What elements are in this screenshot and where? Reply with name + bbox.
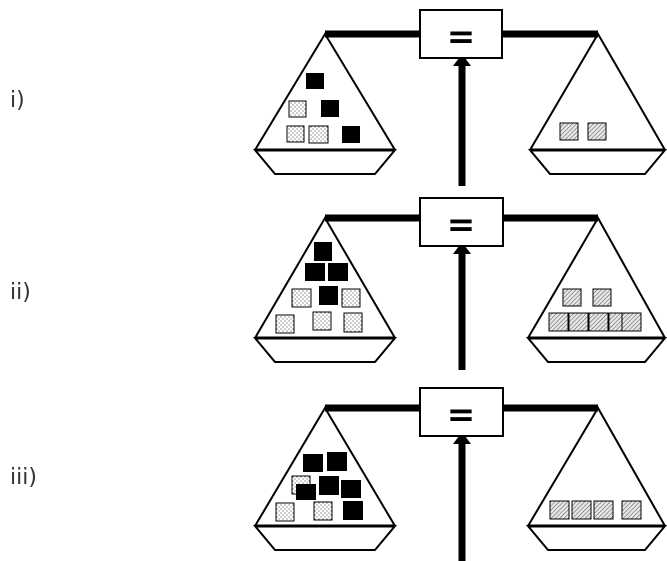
scale-3-hatched-block [593, 500, 614, 520]
scale-1-hatched-block [559, 122, 579, 141]
scale-1-left-pan [252, 32, 398, 175]
scale-3-hatched-block [571, 500, 592, 520]
scale-2-hatched-block [568, 312, 589, 332]
scale-3: = [252, 387, 667, 561]
scale-2-sign-box [419, 197, 504, 247]
scale-2-black-block [314, 242, 332, 261]
scale-1-right-pan [527, 32, 667, 175]
scale-1-black-block [342, 126, 360, 143]
scale-2-post-arrow [453, 242, 471, 254]
row-label-3: iii) [10, 465, 37, 490]
scale-1-post-arrow [453, 54, 471, 66]
scale-2-hatched-block [588, 312, 609, 332]
scale-2-hatched-block [592, 288, 612, 307]
scale-3-black-block [341, 480, 361, 498]
scale-3-equals-sign: = [447, 395, 476, 435]
scale-1-hatched-block [587, 122, 607, 141]
scale-3-dotted-block [275, 502, 295, 522]
scale-3-black-block [303, 454, 323, 472]
scale-3-right-pan [525, 406, 667, 551]
scale-2-left-pan [252, 216, 398, 363]
scale-3-hatched-block [621, 500, 642, 520]
scale-2-dotted-block [343, 312, 363, 333]
scale-3-hatched-block [549, 500, 570, 520]
scale-2: = [252, 197, 667, 370]
scale-1-black-block [306, 73, 324, 89]
scale-1-dotted-block [288, 100, 307, 118]
scale-2-black-block [328, 263, 348, 281]
scale-3-black-block [327, 452, 347, 471]
scale-2-dotted-block [341, 288, 361, 308]
scale-3-black-block [319, 476, 339, 495]
scale-2-hatched-block [621, 312, 642, 332]
scale-2-dotted-block [291, 288, 312, 308]
scale-2-right-pan [525, 215, 667, 363]
scale-2-dotted-block [312, 311, 332, 331]
scale-2-black-block [305, 263, 325, 281]
scale-3-sign-box [419, 387, 504, 437]
scale-3-black-block [296, 484, 316, 500]
scale-3-black-block [343, 501, 363, 520]
row-label-2: ii) [10, 280, 31, 305]
scale-3-dotted-block [313, 501, 333, 521]
scale-1-dotted-block [286, 125, 305, 143]
scale-1: = [252, 9, 667, 186]
scale-2-dotted-block [275, 314, 295, 334]
scale-2-hatched-block [562, 288, 582, 307]
scale-1-sign-box [419, 9, 503, 59]
scale-2-equals-sign: = [447, 205, 476, 245]
scale-1-equals-sign: = [447, 17, 476, 57]
scale-1-black-block [321, 100, 339, 117]
scale-3-left-pan [252, 406, 398, 551]
scale-2-hatched-block [548, 312, 569, 332]
scale-2-black-block [319, 286, 338, 305]
scale-1-dotted-block [308, 125, 329, 144]
scale-3-post-arrow [453, 432, 471, 444]
row-label-1: i) [10, 88, 25, 113]
